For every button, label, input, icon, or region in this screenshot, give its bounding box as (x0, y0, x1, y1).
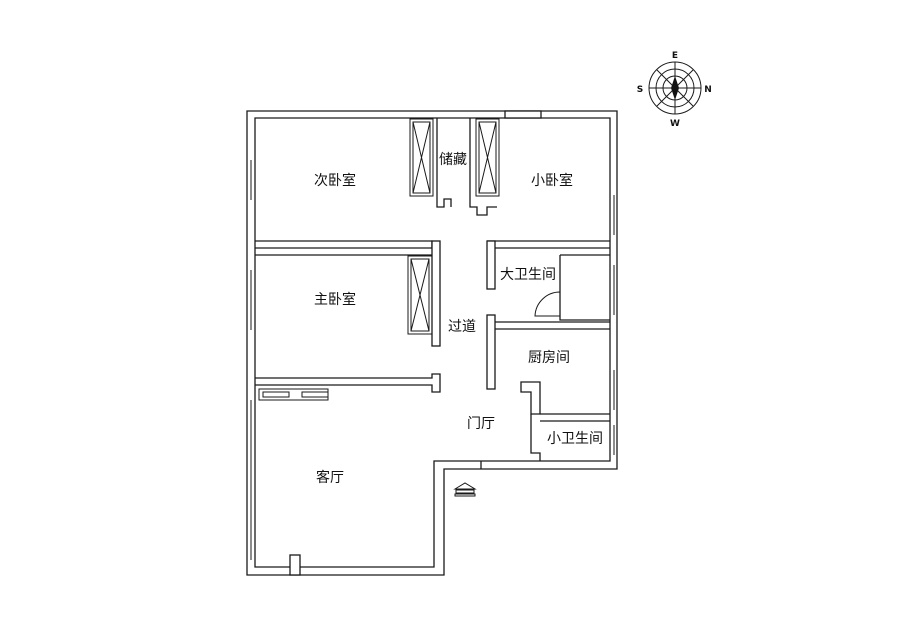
windows (250, 160, 615, 560)
compass-west-label: W (670, 119, 680, 129)
compass-east-label: E (672, 51, 678, 61)
room-label-big-bathroom: 大卫生间 (500, 267, 556, 283)
room-label-small-bedroom: 小卧室 (531, 172, 573, 189)
wardrobe-storage-left (409, 118, 434, 197)
room-label-small-bathroom: 小卫生间 (547, 431, 603, 447)
room-label-living-room: 客厅 (316, 469, 344, 486)
room-label-corridor: 过道 (448, 319, 476, 335)
compass-south-label: S (637, 85, 643, 95)
wardrobe-master-bedroom (407, 255, 433, 335)
outer-wall (246, 110, 618, 576)
wardrobe-storage-right (475, 118, 500, 197)
room-label-kitchen: 厨房间 (528, 350, 570, 366)
compass-north-label: N (704, 85, 712, 95)
room-label-storage: 储藏 (439, 152, 467, 168)
compass-icon: E S N W (637, 51, 712, 129)
room-label-foyer: 门厅 (467, 416, 495, 432)
room-label-master-bedroom: 主卧室 (314, 291, 356, 308)
bathroom-door-swing (534, 291, 561, 317)
entrance-icon (453, 482, 477, 497)
room-label-second-bedroom: 次卧室 (314, 172, 356, 189)
